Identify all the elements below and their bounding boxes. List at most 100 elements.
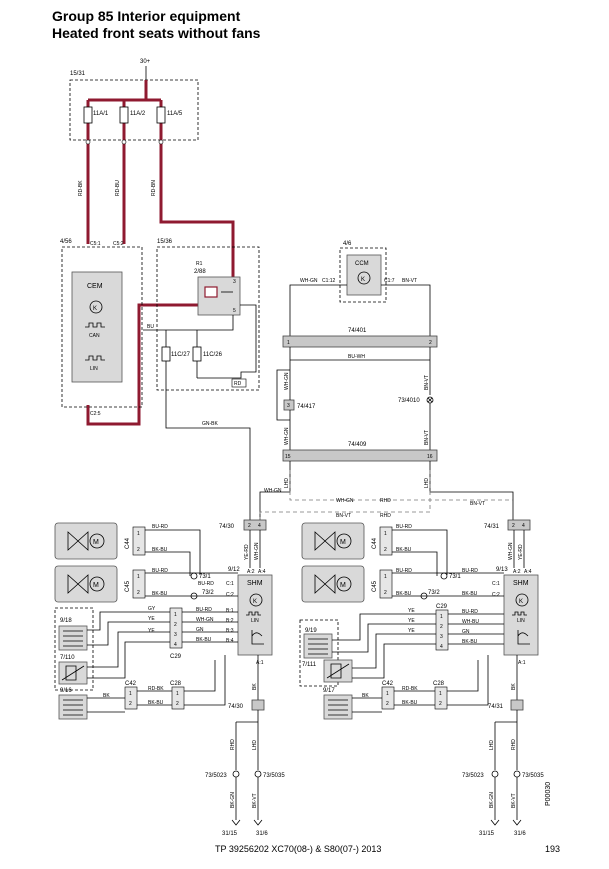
right-shm-label: SHM (513, 580, 529, 587)
footer-text: TP 39256202 XC70(08-) & S80(07-) 2013 (215, 844, 382, 854)
left-mat-back: 9/18 (60, 618, 72, 624)
left-wire-bu-rd-4: BU-RD (196, 607, 212, 613)
svg-text:4: 4 (440, 644, 443, 650)
conn-74-409: 74/409 (348, 442, 367, 448)
svg-text:4: 4 (258, 523, 261, 529)
fuse-label-2: 11A/2 (130, 111, 146, 117)
conn-74-401: 74/401 (348, 328, 367, 334)
svg-text:16: 16 (427, 454, 433, 460)
svg-text:2: 2 (248, 523, 251, 529)
left-conn-74-30-b: 74/30 (228, 704, 244, 710)
wire-label-wh-gn-3: WH-GN (264, 488, 282, 494)
right-wire-bu-rd-2: BU-RD (396, 568, 412, 574)
svg-text:2: 2 (137, 590, 140, 596)
left-seat-circuit: 2 4 74/30 YE-RD WH-GN 9/12 A:2 A:4 SHM K… (54, 519, 285, 837)
left-wire-ye-2: YE (148, 628, 155, 634)
wire-label-bn-vt-3: BN-VT (470, 501, 485, 507)
page-subtitle: Heated front seats without fans (52, 25, 261, 41)
right-wire-lhd: LHD (489, 740, 495, 750)
left-shm-lin: LIN (251, 618, 259, 624)
left-wire-bk: BK (252, 683, 258, 690)
left-pin-b3: B:3 (226, 628, 234, 634)
right-ground-2: 73/5035 (522, 773, 544, 779)
svg-text:1: 1 (440, 614, 443, 620)
right-pin-c2: C:2 (492, 592, 500, 598)
connector-74-401: 74/401 1 2 BU-WH WH-GN BN-VT (282, 328, 438, 395)
left-pin-b2: B:2 (226, 618, 234, 624)
left-wire-gn: GN (196, 627, 204, 633)
right-wire-wh-gn: WH-GN (508, 542, 514, 560)
left-c42: C42 (125, 681, 137, 687)
right-wire-ye-rd: YE-RD (518, 544, 524, 560)
wire-label-rhd-1: RHD (380, 498, 391, 504)
left-shm-chip-icon: K (253, 599, 257, 605)
ccm-pin-b: C1:7 (384, 278, 395, 284)
right-pin-a1: A:1 (518, 660, 526, 666)
ccm-pin-a: C1:12 (322, 278, 336, 284)
right-wire-bu-rd-1: BU-RD (396, 524, 412, 530)
cem-pin-c25: C2:5 (90, 411, 101, 417)
right-wire-bu-rd-4: BU-RD (462, 609, 478, 615)
left-wire-bk-bu-3: BK-BU (196, 637, 212, 643)
wire-label-lhd-2: LHD (424, 478, 430, 488)
fuse-box-15-31: 30+ 15/31 11A/1 11A/2 11A/5 RD-BK RD-BU … (69, 59, 199, 205)
svg-text:1: 1 (176, 691, 179, 697)
right-c44: C44 (372, 537, 378, 549)
right-sensor: 7/111 (302, 662, 317, 668)
left-pin-c2: C:2 (226, 592, 234, 598)
svg-text:2: 2 (386, 701, 389, 707)
right-end-31-6: 31/6 (514, 831, 526, 837)
page-number: 193 (545, 844, 561, 854)
left-wire-rd-bk: RD-BK (148, 686, 164, 692)
fuse-label-1: 11A/1 (93, 111, 109, 117)
left-wire-lhd: LHD (252, 740, 258, 750)
svg-text:M: M (340, 539, 346, 546)
left-c44: C44 (125, 537, 131, 549)
svg-text:3: 3 (233, 279, 236, 285)
left-c45: C45 (125, 580, 131, 592)
left-wire-gy: GY (148, 606, 156, 612)
left-pin-c1: C:1 (226, 581, 234, 587)
fuse-label-3: 11A/5 (167, 111, 183, 117)
right-wire-ye-0: YE (408, 608, 415, 614)
wire-label-rhd-2: RHD (380, 513, 391, 519)
right-pin-c1: C:1 (492, 581, 500, 587)
svg-text:3: 3 (174, 632, 177, 638)
right-wire-ye-1: YE (408, 618, 415, 624)
left-wire-bk-2: BK (103, 693, 110, 699)
document-id: P00030 (545, 781, 552, 806)
right-g-73-2: 73/2 (428, 590, 440, 596)
left-end-31-15: 31/15 (222, 831, 238, 837)
wire-label-rd-bn: RD-BN (151, 180, 157, 196)
left-conn-74-30: 74/30 (219, 524, 235, 530)
cem-pin-c52: C5:2 (113, 241, 124, 247)
page-title: Group 85 Interior equipment (52, 8, 241, 24)
right-wire-bk-vt: BK-VT (511, 793, 517, 808)
relay-r1: R1 (196, 261, 203, 267)
svg-text:2: 2 (440, 624, 443, 630)
left-g-73-2: 73/2 (202, 590, 214, 596)
right-wire-bk-2: BK (362, 693, 369, 699)
svg-text:2: 2 (439, 701, 442, 707)
wire-label-rd-bk: RD-BK (78, 180, 84, 196)
left-wire-ye-1: YE (148, 616, 155, 622)
ccm-label: CCM (355, 261, 369, 267)
left-wire-bk-vt: BK-VT (252, 793, 258, 808)
left-mat-cush: 9/16 (60, 688, 72, 694)
left-ground-1: 73/5023 (205, 773, 227, 779)
svg-text:2: 2 (174, 622, 177, 628)
right-wire-bk-bu-4: BK-BU (462, 639, 478, 645)
svg-text:4: 4 (522, 523, 525, 529)
right-wire-bk-gn: BK-GN (489, 792, 495, 808)
left-pin-a4: A:4 (258, 569, 266, 575)
right-wire-bu-rd-3: BU-RD (462, 568, 478, 574)
svg-text:1: 1 (386, 691, 389, 697)
right-conn-74-31-b: 74/31 (488, 704, 504, 710)
left-g-73-1: 73/1 (199, 574, 211, 580)
left-wire-rhd: RHD (230, 739, 236, 750)
right-conn-74-31: 74/31 (484, 524, 500, 530)
left-wire-bk-bu-1: BK-BU (152, 547, 168, 553)
right-shm-id: 9/13 (496, 567, 508, 573)
left-wire-bk-bu-2: BK-BU (152, 591, 168, 597)
connector-74-417: 3 74/417 73/4010 WH-GN BN-VT (283, 395, 434, 450)
